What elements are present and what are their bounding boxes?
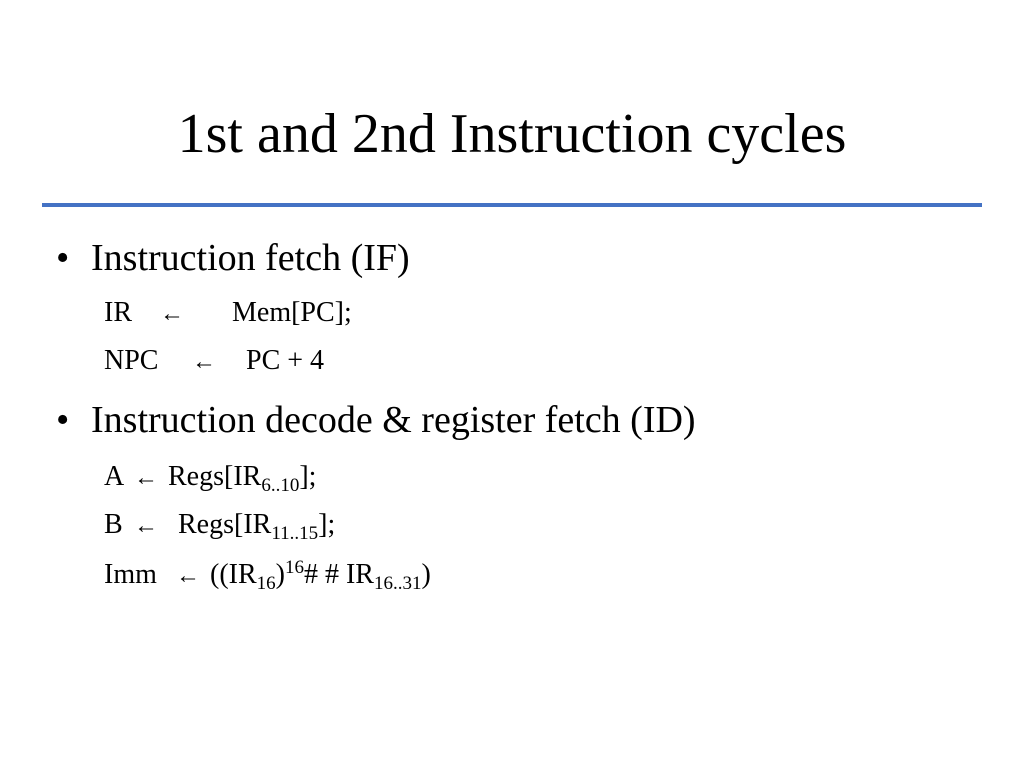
bullet-dot: • bbox=[56, 399, 70, 441]
expression: PC + 4 bbox=[246, 345, 325, 376]
bullet-text: Instruction decode & register fetch (ID) bbox=[91, 399, 696, 441]
slide-title: 1st and 2nd Instruction cycles bbox=[177, 103, 847, 165]
dest-register: IR bbox=[104, 297, 132, 328]
dest-register: Imm bbox=[104, 559, 157, 590]
id-line-imm: Imm ← ((IR16)16 # # IR16..31) bbox=[104, 558, 431, 593]
bullet-instruction-decode: • Instruction decode & register fetch (ID… bbox=[56, 398, 696, 442]
id-line-b: B ← Regs[IR11..15]; bbox=[104, 508, 335, 543]
id-line-a: A ← Regs[IR6..10]; bbox=[104, 460, 316, 495]
assign-arrow-icon: ← bbox=[134, 513, 158, 539]
bullet-instruction-fetch: • Instruction fetch (IF) bbox=[56, 236, 410, 280]
expression: ((IR16)16 # # IR16..31) bbox=[210, 557, 431, 594]
expression: Mem[PC]; bbox=[232, 297, 352, 328]
dest-register: NPC bbox=[104, 345, 159, 376]
if-line-npc: NPC ← PC + 4 bbox=[104, 344, 324, 379]
title-divider bbox=[42, 203, 982, 207]
bullet-dot: • bbox=[56, 237, 70, 279]
assign-arrow-icon: ← bbox=[192, 349, 216, 375]
expression: Regs[IR11..15]; bbox=[178, 509, 336, 544]
dest-register: B bbox=[104, 509, 123, 540]
bullet-text: Instruction fetch (IF) bbox=[91, 237, 410, 279]
dest-register: A bbox=[104, 461, 125, 492]
if-line-ir: IR ← Mem[PC]; bbox=[104, 296, 352, 331]
assign-arrow-icon: ← bbox=[160, 301, 184, 327]
expression: Regs[IR6..10]; bbox=[168, 461, 317, 496]
assign-arrow-icon: ← bbox=[176, 563, 200, 589]
assign-arrow-icon: ← bbox=[134, 465, 158, 491]
